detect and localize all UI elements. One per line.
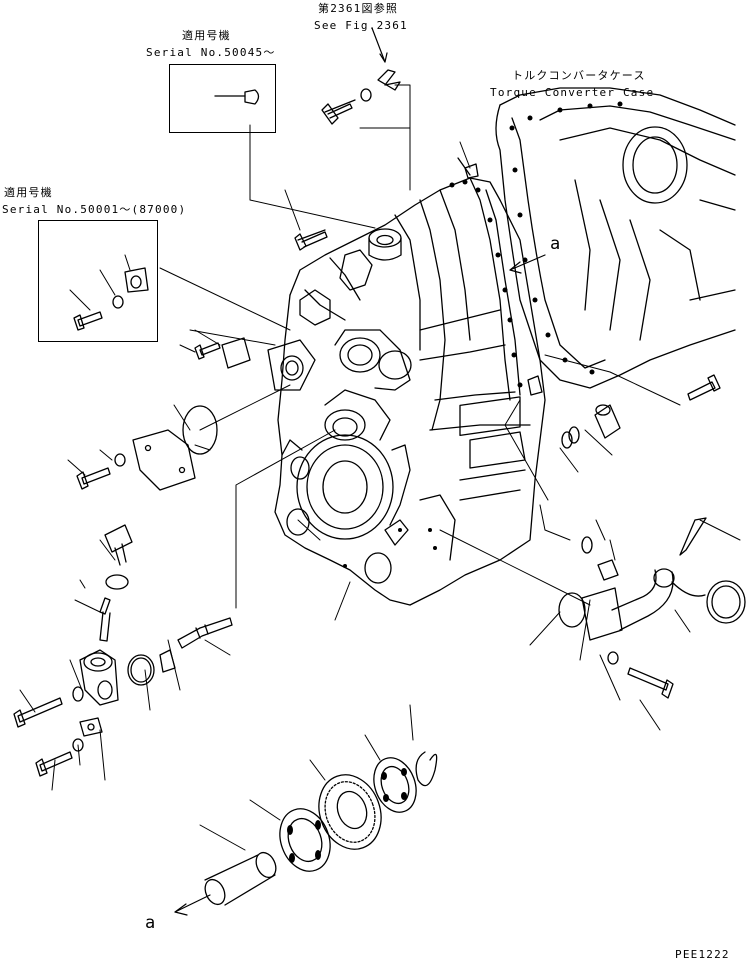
converter-case-en: Torque Converter Case [490,86,655,99]
callout-lines [20,142,740,850]
bolt [688,375,720,400]
clip [125,268,148,292]
cover-plate [582,588,622,640]
bolt [14,698,62,727]
bolt [628,668,673,698]
bolt [74,312,102,330]
gasket [183,406,217,454]
bolt [100,598,110,641]
o-ring [106,575,128,589]
sensor [595,405,620,438]
serial-b-jp: 適用号機 [4,186,53,199]
washer [113,296,123,308]
serial-a-en: Serial No.50045～ [146,46,276,59]
arrow [175,28,545,915]
plug [562,427,579,448]
shaft [178,618,232,648]
dowel-pin [458,158,478,178]
washer [361,89,371,101]
serial-b-en: Serial No.50001～(87000) [2,203,187,216]
plug [105,525,132,565]
leader-lines [160,85,680,608]
serial-a-jp: 適用号機 [182,29,231,42]
gasket [559,593,585,627]
bolt [295,230,327,250]
o-ring [128,655,154,685]
bearing [367,752,424,818]
serial-box-b [38,220,158,342]
fig-ref-en: See Fig.2361 [314,19,408,32]
figure-code: PEE1222 [675,948,730,961]
cover-plate [222,338,250,368]
cover-plate [133,430,195,490]
plug [528,376,542,395]
torque-converter-case [496,88,735,388]
elbow-fitting [73,650,118,705]
o-ring [582,537,592,553]
plug [598,560,618,580]
bearing [272,802,339,879]
plug [160,650,175,672]
shaft [201,849,279,907]
bolt [36,752,72,776]
bolt [195,343,220,359]
converter-case-jp: トルクコンバータケース [512,69,646,82]
bolt [322,100,355,124]
fig-ref-jp: 第2361図参照 [318,2,399,15]
cap [672,581,745,623]
breather [215,90,259,104]
nut [80,718,102,736]
serial-box-a [169,64,276,133]
washer [608,652,618,664]
washer [73,739,83,751]
marker-a-top: a [550,234,561,254]
gear [309,766,391,858]
elbow-pipe [612,569,674,630]
washer [115,454,125,466]
marker-a-bottom: a [145,913,156,933]
snap-ring [416,752,437,786]
bolt [77,468,110,489]
dipstick-gauge [680,518,706,555]
transmission-case [268,178,545,605]
clip [378,70,400,90]
